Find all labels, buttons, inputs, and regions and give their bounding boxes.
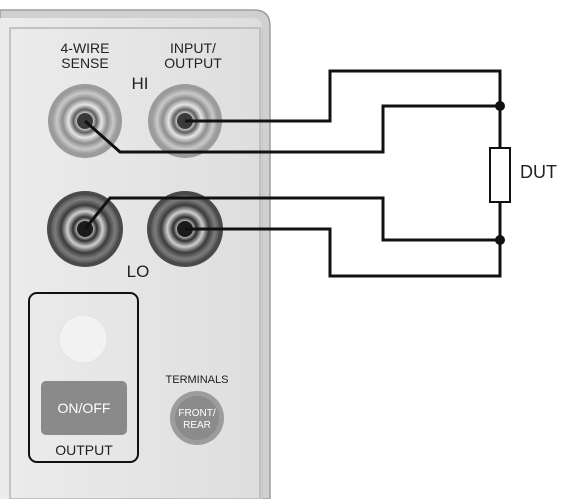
- front-rear-label-line2: REAR: [183, 420, 211, 431]
- front-rear-label-line1: FRONT/: [178, 408, 215, 419]
- dut-label: DUT: [520, 162, 557, 182]
- junction-lo: [495, 235, 505, 245]
- terminals-label: TERMINALS: [166, 374, 229, 386]
- input-output-label-line2: OUTPUT: [164, 55, 222, 71]
- wire-sense-hi: [84, 104, 500, 154]
- on-off-button[interactable]: [41, 381, 127, 435]
- output-group-box: [28, 292, 139, 463]
- junction-hi: [495, 101, 505, 111]
- sense-label-line1: 4-WIRE: [61, 40, 110, 56]
- lo-label: LO: [127, 262, 150, 281]
- wires: [83, 69, 502, 278]
- wire-sense-lo: [83, 196, 500, 242]
- dut-resistor: [489, 147, 511, 203]
- input-output-label-line1: INPUT/: [170, 40, 216, 56]
- on-off-label: ON/OFF: [58, 400, 111, 416]
- output-label: OUTPUT: [55, 442, 113, 458]
- front-rear-button[interactable]: [170, 391, 224, 445]
- hi-label: HI: [132, 74, 149, 93]
- wire-output-lo: [185, 202, 502, 278]
- output-indicator-light: [58, 314, 108, 364]
- wire-output-hi: [185, 69, 502, 148]
- sense-label-line2: SENSE: [61, 55, 108, 71]
